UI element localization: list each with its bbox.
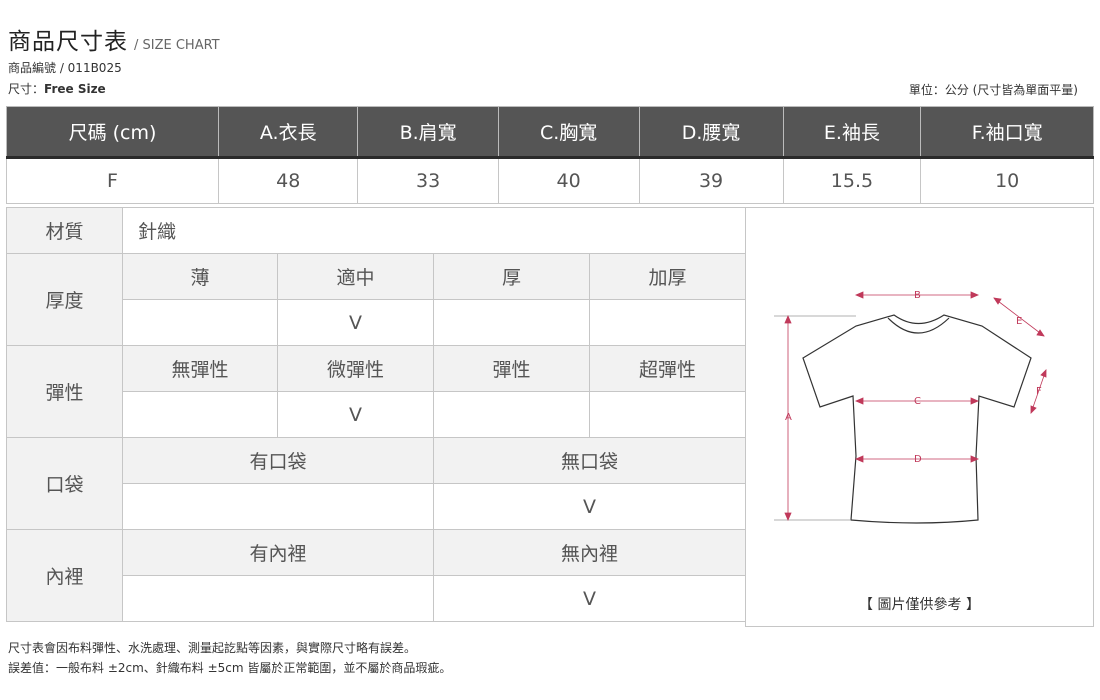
thickness-option-medium: 適中 (277, 253, 434, 300)
elasticity-mark-none (122, 391, 278, 438)
measure-a-arrow-bottom (784, 512, 792, 522)
measure-e-line (993, 297, 1045, 337)
table-row: F 48 33 40 39 15.5 10 (5, 157, 1094, 204)
elasticity-option-slight: 微彈性 (277, 345, 434, 392)
label-b: B (914, 290, 921, 301)
elasticity-options-row: 彈性 無彈性 微彈性 彈性 超彈性 (6, 345, 747, 438)
cuff-width-col-header: F.袖口寬 (920, 106, 1094, 159)
label-d: D (914, 454, 922, 465)
size-table: 尺碼 (cm) A.衣長 B.肩寬 C.胸寬 D.腰寬 E.袖長 F.袖口寬 F… (5, 106, 1094, 204)
thickness-option-thick: 厚 (433, 253, 590, 300)
measure-f-arrow-bottom (1030, 405, 1037, 414)
measure-c-arrow-right (970, 397, 980, 405)
elasticity-option-normal: 彈性 (433, 345, 590, 392)
elasticity-marks-row: V (7, 391, 747, 438)
measure-b-arrow-left (854, 291, 864, 299)
garment-diagram-panel: A B C D E F 【 圖片僅供參考 】 (745, 207, 1094, 627)
elasticity-mark-super (588, 391, 747, 438)
tshirt-outline (802, 314, 1032, 524)
thickness-mark-extra-thick (588, 299, 747, 346)
pocket-options-row: 口袋 有口袋 無口袋 (6, 437, 747, 530)
measure-a-arrow-top (784, 314, 792, 324)
tshirt-diagram: A B C D E F (774, 290, 1047, 524)
size-col-header: 尺碼 (cm) (5, 106, 220, 159)
lining-option-no: 無內裡 (432, 529, 747, 576)
measure-f-arrow-top (1040, 369, 1047, 378)
measure-c-arrow-left (854, 397, 864, 405)
elasticity-label: 彈性 (6, 345, 123, 438)
material-value: 針織 (121, 207, 747, 254)
size-table-header-row: 尺碼 (cm) A.衣長 B.肩寬 C.胸寬 D.腰寬 E.袖長 F.袖口寬 (5, 106, 1094, 159)
thickness-options-row: 厚度 薄 適中 厚 加厚 (6, 253, 747, 346)
shoulder-cell: 33 (357, 157, 499, 204)
sleeve-length-cell: 15.5 (782, 157, 922, 204)
lining-mark-no: V (432, 575, 747, 622)
length-cell: 48 (218, 157, 359, 204)
length-col-header: A.衣長 (218, 106, 359, 159)
label-e: E (1016, 316, 1022, 327)
lining-options-row: 內裡 有內裡 無內裡 (6, 529, 747, 622)
elasticity-mark-normal (433, 391, 590, 438)
label-c: C (914, 396, 921, 407)
lining-mark-yes (122, 575, 434, 622)
measure-d-arrow-left (854, 455, 864, 463)
pocket-option-no: 無口袋 (432, 437, 747, 484)
label-a: A (785, 412, 792, 423)
thickness-option-extra-thick: 加厚 (588, 253, 747, 300)
lining-option-yes: 有內裡 (122, 529, 434, 576)
thickness-label: 厚度 (6, 253, 123, 346)
thickness-mark-medium: V (277, 299, 434, 346)
page-title: 商品尺寸表 (8, 29, 128, 55)
material-label: 材質 (6, 207, 123, 254)
note-line-2: 誤差值：一般布料 ±2cm、針織布料 ±5cm 皆屬於正常範圍，並不屬於商品瑕疵… (8, 661, 452, 675)
fabric-details-table: 材質 針織 厚度 薄 適中 厚 加厚 V 彈性 無彈性 微彈性 彈性 超彈性 V… (6, 207, 747, 622)
sleeve-length-col-header: E.袖長 (782, 106, 922, 159)
elasticity-option-super: 超彈性 (588, 345, 747, 392)
size-cell: F (5, 157, 220, 204)
page-subtitle: / SIZE CHART (134, 38, 220, 53)
measure-b-arrow-right (970, 291, 980, 299)
cuff-width-cell: 10 (920, 157, 1094, 204)
chest-col-header: C.胸寬 (497, 106, 640, 159)
size-line: 尺寸：Free Size (8, 80, 106, 97)
measure-e-arrow-bottom (1036, 329, 1045, 337)
size-value: Free Size (44, 82, 106, 96)
thickness-mark-thick (433, 299, 590, 346)
waist-col-header: D.腰寬 (638, 106, 784, 159)
measure-e-arrow-top (993, 297, 1002, 305)
lining-marks-row: V (7, 575, 747, 622)
product-number: 商品編號 / 011B025 (8, 61, 122, 75)
lining-label: 內裡 (6, 529, 123, 622)
thickness-option-thin: 薄 (122, 253, 278, 300)
measure-d-arrow-right (970, 455, 980, 463)
pocket-label: 口袋 (6, 437, 123, 530)
measure-f-line (1030, 369, 1047, 414)
unit-note: 單位：公分 (尺寸皆為單面平量) (908, 83, 1078, 97)
chest-cell: 40 (497, 157, 640, 204)
elasticity-option-none: 無彈性 (122, 345, 278, 392)
waist-cell: 39 (638, 157, 784, 204)
collar-line (887, 317, 950, 334)
shoulder-col-header: B.肩寬 (357, 106, 499, 159)
note-line-1: 尺寸表會因布料彈性、水洗處理、測量起訖點等因素，與實際尺寸略有誤差。 (8, 641, 417, 655)
page-header: 商品尺寸表 / SIZE CHART (8, 22, 220, 56)
label-f: F (1036, 386, 1042, 397)
pocket-mark-no: V (432, 483, 747, 530)
pocket-option-yes: 有口袋 (122, 437, 434, 484)
pocket-mark-yes (122, 483, 434, 530)
elasticity-mark-slight: V (277, 391, 434, 438)
thickness-mark-thin (122, 299, 278, 346)
image-reference-caption: 【 圖片僅供參考 】 (859, 597, 980, 613)
size-prefix: 尺寸： (8, 82, 45, 96)
material-row: 材質 針織 (6, 207, 747, 254)
